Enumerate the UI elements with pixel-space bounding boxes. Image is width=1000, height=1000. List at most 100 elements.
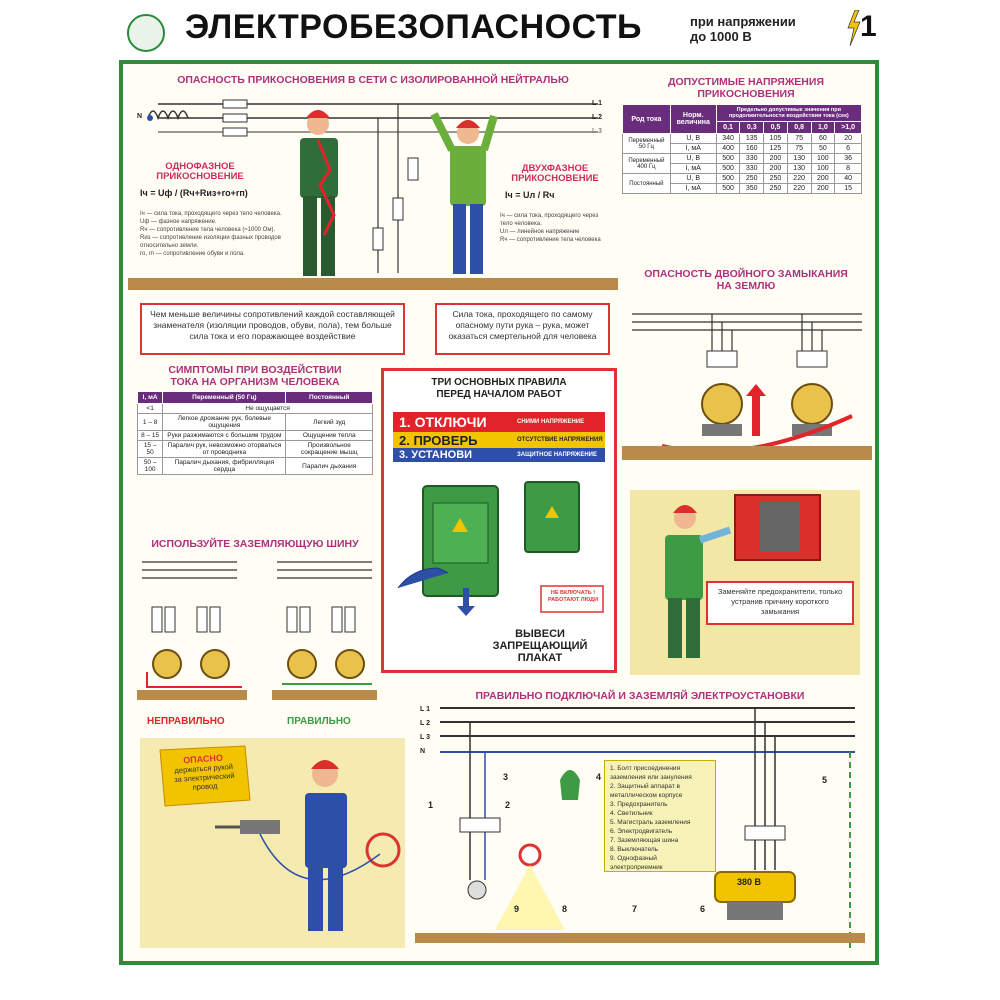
single-note: Uф — фазное напряжение. [140,219,217,225]
three-rules-title: ТРИ ОСНОВНЫХ ПРАВИЛА ПЕРЕД НАЧАЛОМ РАБОТ [385,377,613,401]
double-fault-diagram [622,313,872,460]
subtitle-line-1: при напряжении [690,14,796,29]
value-cell: 6 [834,143,862,154]
value-cell: 200 [763,153,788,164]
rules-list: 1. ОТКЛЮЧИ СНИМИ НАПРЯЖЕНИЕ 2. ПРОВЕРЬ О… [393,412,605,462]
callout-3: 3 [503,772,509,782]
unit-cell: U, B [669,133,717,144]
two-phase-notes: Iч — сила тока, проходящего через тело ч… [500,212,610,244]
value-cell: 500 [715,163,741,174]
legend-item: 4. Светильник [610,810,653,817]
rule-check: 2. ПРОВЕРЬ ОТСУТСТВИЕ НАПРЯЖЕНИЯ [393,432,605,448]
connect-diagram [415,707,865,948]
symptoms-table: I, мА Переменный (50 Гц) Постоянный <1 Н… [136,391,373,475]
value-cell: 220 [786,173,812,184]
current-cell: 15 – 50 [136,440,164,458]
forbid-poster: НЕ ВКЛЮЧАТЬ ! РАБОТАЮТ ЛЮДИ [547,590,599,603]
connect-title: ПРАВИЛЬНО ПОДКЛЮЧАЙ И ЗАЗЕМЛЯЙ ЭЛЕКТРОУС… [475,690,805,702]
symptom-head: I, мА [136,391,164,404]
value-cell: 500 [715,183,741,194]
value-cell: 330 [739,153,765,164]
value-cell: 200 [810,173,836,184]
callout-9: 9 [514,904,520,914]
value-cell: 100 [810,163,836,174]
kind-cell: Переменный 50 Гц [622,133,671,154]
symptoms-title-2: ТОКА НА ОРГАНИЗМ ЧЕЛОВЕКА [170,376,340,388]
value-cell: 200 [763,163,788,174]
value-cell: 160 [739,143,765,154]
single-note: Rч — сопротивление тела человека (≈1000 … [140,227,276,233]
fuse-note-box: Заменяйте предохранители, только устрани… [706,581,854,625]
table-row: Постоянный U, B 500 250 250 220 200 40 [622,173,862,194]
rule-sub: СНИМИ НАПРЯЖЕНИЕ [517,419,585,425]
value-cell: 400 [715,143,741,154]
ac-cell: Не ощущается [162,403,373,414]
motor-voltage-label: 380 В [737,877,762,887]
duration-cell: 0,8 [786,121,812,134]
line-label-l2: L 2 [420,720,430,727]
rule-main: 2. ПРОВЕРЬ [399,432,478,448]
single-note: rо, rп — сопротивление обуви и пола. [140,251,245,257]
value-cell: 500 [715,153,741,164]
rule-sub: ЗАЩИТНОЕ НАПРЯЖЕНИЕ [517,452,597,458]
right-label: ПРАВИЛЬНО [287,716,351,727]
single-note: Rиз — сопротивление изоляции фазных пров… [140,235,281,249]
value-cell: 135 [739,133,765,144]
allowed-voltage-title-2: ПРИКОСНОВЕНИЯ [697,88,795,100]
symptoms-title-1: СИМПТОМЫ ПРИ ВОЗДЕЙСТВИИ [168,364,342,376]
dc-cell: Ощущение тепла [285,430,373,441]
single-phase-title-1: ОДНОФАЗНОЕ [165,161,235,172]
legend-item: 7. Заземляющая шина [610,837,679,844]
sheet-number: 1 [860,10,877,43]
table-row: <1 Не ощущается [136,403,373,414]
rule-main: 1. ОТКЛЮЧИ [399,414,487,430]
symptom-head: Постоянный [285,391,373,404]
single-phase-notes: Iч — сила тока, проходящего через тело ч… [140,210,290,258]
table-row: Переменный 400 Гц U, B 500 330 200 130 1… [622,153,862,174]
connect-legend: 1. Болт присоединения заземления или зан… [604,760,716,872]
double-fault-title: ОПАСНОСТЬ ДВОЙНОГО ЗАМЫКАНИЯ НА ЗЕМЛЮ [622,268,870,292]
single-note: Iч — сила тока, проходящего через тело ч… [140,211,282,217]
dc-cell: Произвольное сокращение мышц [285,440,373,458]
value-cell: 8 [834,163,862,174]
isolated-neutral-diagram [128,99,618,290]
forbid-caption-3: ПЛАКАТ [517,652,563,664]
table-row: Переменный 50 Гц U, B 340 135 105 75 60 … [622,133,862,154]
symptom-head: Переменный (50 Гц) [162,391,287,404]
callout-6: 6 [700,904,706,914]
page-subtitle: при напряжении до 1000 В [690,14,796,44]
table-row: 1 – 8 Легкое дрожание рук, болевые ощуще… [136,413,373,431]
unit-cell: I, мА [669,183,717,194]
fuse-worker-illustration [665,494,821,658]
allowed-voltage-title-1: ДОПУСТИМЫЕ НАПРЯЖЕНИЯ [668,76,824,88]
value-cell: 60 [810,133,836,144]
single-phase-title: ОДНОФАЗНОЕ ПРИКОСНОВЕНИЕ [140,162,260,182]
value-cell: 40 [834,173,862,184]
two-note: Iч — сила тока, проходящего через тело ч… [500,213,599,227]
allowed-voltage-title: ДОПУСТИМЫЕ НАПРЯЖЕНИЯ ПРИКОСНОВЕНИЯ [622,76,870,100]
table-row: 50 – 100 Паралич дыхания, фибрилляция се… [136,457,373,475]
resistance-note-box: Чем меньше величины сопротивлений каждой… [140,303,405,355]
value-cell: 250 [763,183,788,194]
current-cell: 1 – 8 [136,413,164,431]
double-fault-title-2: НА ЗЕМЛЮ [716,280,776,292]
duration-cell: 0,1 [715,121,741,134]
rule-sub: ОТСУТСТВИЕ НАПРЯЖЕНИЯ [517,437,603,443]
worker-one [300,110,338,276]
duration-cell: 0,5 [763,121,788,134]
rule-main: 3. УСТАНОВИ [399,449,473,461]
unit-cell: U, B [669,153,717,164]
col-kind: Род тока [622,104,671,134]
forbid-caption-1: ВЫВЕСИ [515,628,565,640]
forbid-caption-2: ЗАПРЕЩАЮЩИЙ [492,640,588,652]
value-cell: 350 [739,183,765,194]
line-label-l3: L 3 [420,734,430,741]
phase-label-l1: L 1 [592,100,602,107]
double-fault-title-1: ОПАСНОСТЬ ДВОЙНОГО ЗАМЫКАНИЯ [644,268,848,280]
single-phase-formula: Iч = Uф / (Rч+Rиз+rо+rп) [140,188,248,198]
current-cell: 50 – 100 [136,457,164,475]
value-cell: 75 [786,133,812,144]
ground-bus-title: ИСПОЛЬЗУЙТЕ ЗАЗЕМЛЯЮЩУЮ ШИНУ [151,538,359,550]
value-cell: 200 [810,183,836,194]
current-cell: <1 [136,403,164,414]
